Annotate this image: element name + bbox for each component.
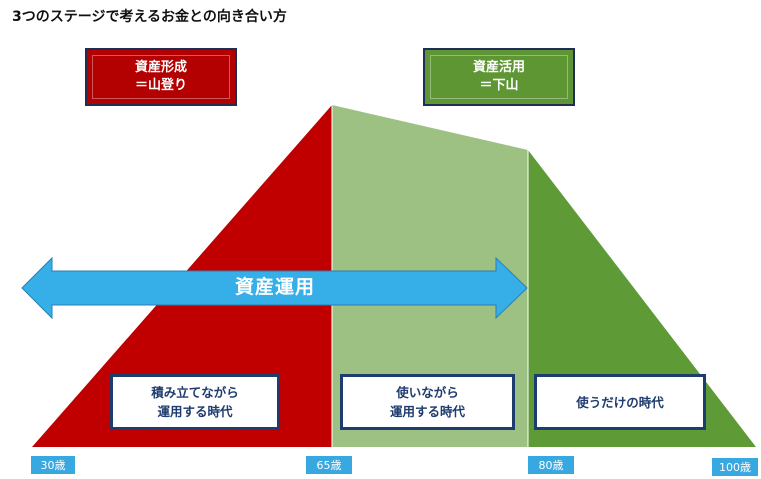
- stage-box-use-only: 使うだけの時代: [534, 374, 706, 430]
- asset-utilization-title: 資産活用: [472, 60, 525, 75]
- asset-formation-box: 資産形成 ＝山登り: [85, 48, 237, 106]
- stage-box-accumulate: 積み立てながら 運用する時代: [110, 374, 280, 430]
- asset-utilization-box: 資産活用 ＝下山: [423, 48, 575, 106]
- age-label-80: 80歳: [528, 456, 574, 474]
- stage-line: 使いながら: [396, 385, 459, 400]
- age-label-30: 30歳: [31, 456, 75, 474]
- asset-management-label: 資産運用: [234, 275, 315, 298]
- descent-stage-shape: [528, 150, 756, 447]
- asset-management-arrow: [21, 256, 528, 320]
- age-label-65: 65歳: [306, 456, 352, 474]
- age-label-100: 100歳: [712, 458, 758, 476]
- page-title: 3つのステージで考えるお金との向き合い方: [12, 9, 287, 25]
- stage-line: 運用する時代: [389, 404, 465, 419]
- stage-line: 運用する時代: [157, 404, 233, 419]
- asset-formation-subtitle: ＝山登り: [134, 78, 187, 93]
- stage-line: 使うだけの時代: [576, 394, 664, 410]
- asset-formation-title: 資産形成: [134, 60, 187, 75]
- stage-box-use-and-invest: 使いながら 運用する時代: [340, 374, 515, 430]
- stage-line: 積み立てながら: [151, 385, 239, 400]
- asset-utilization-subtitle: ＝下山: [479, 78, 519, 93]
